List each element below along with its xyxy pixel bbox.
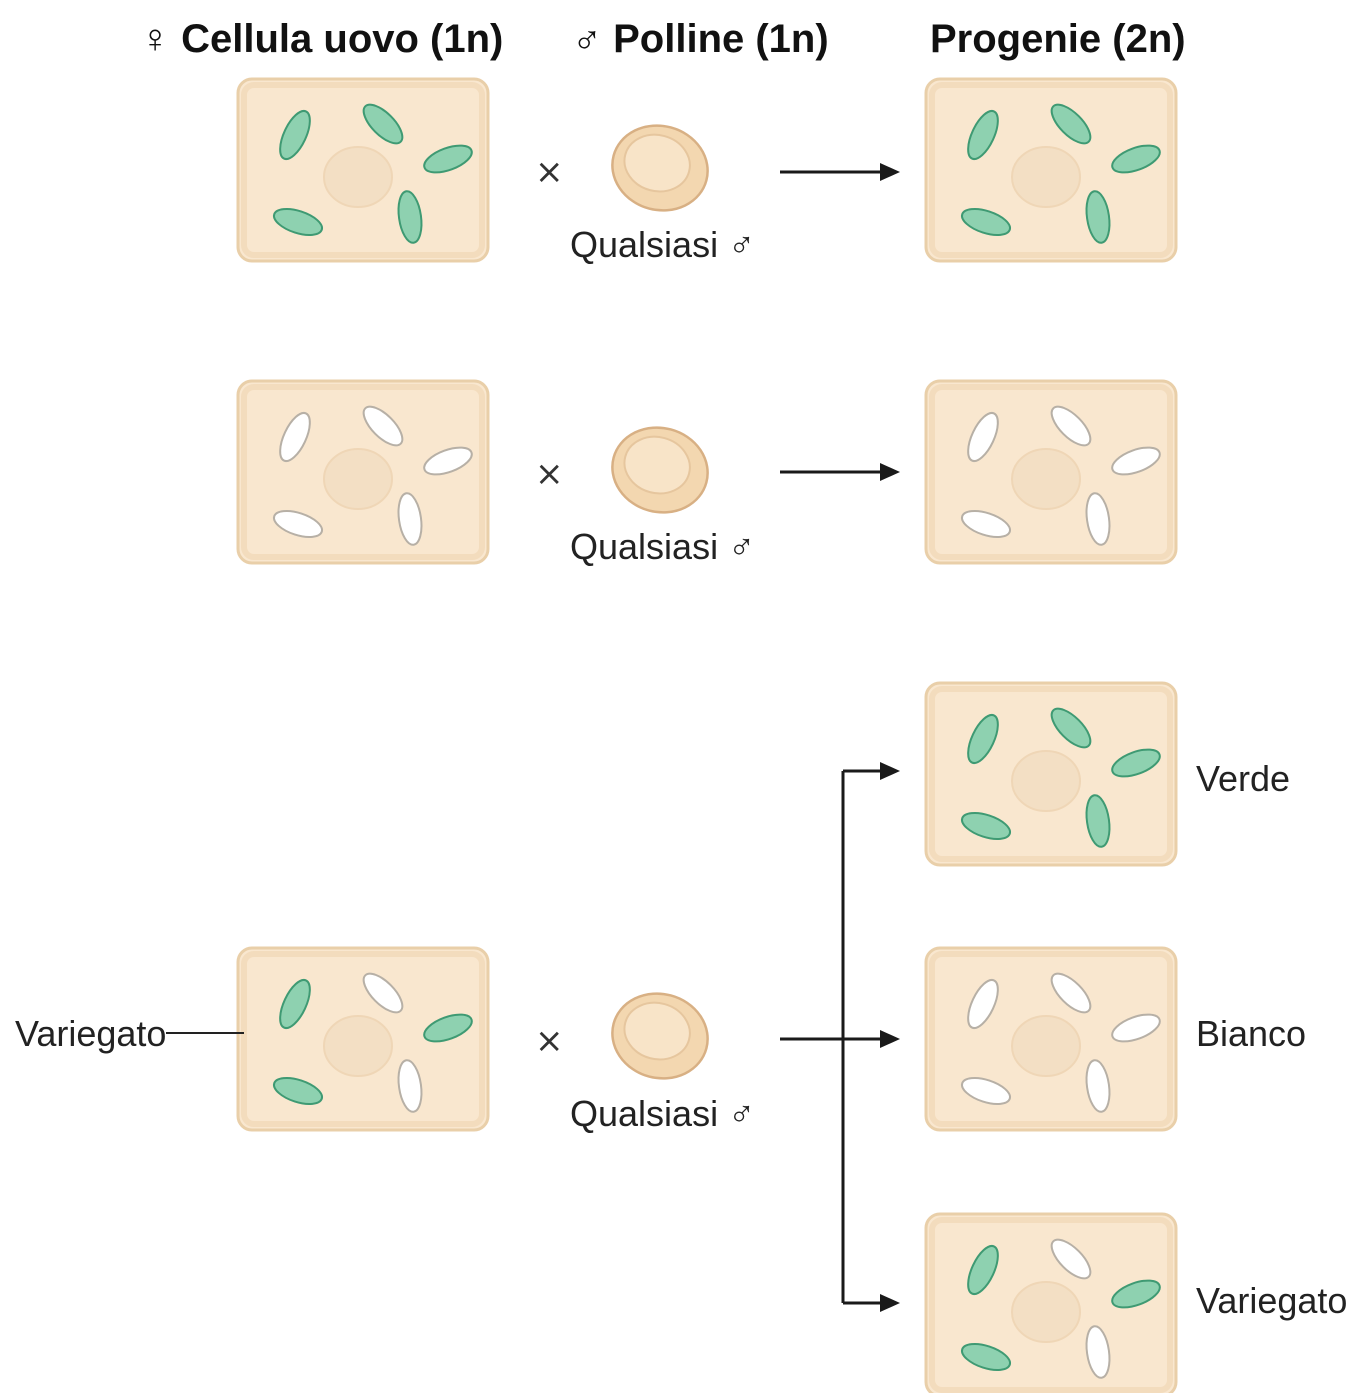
nucleus (1012, 147, 1080, 207)
progeny-label-green: Verde (1196, 758, 1290, 799)
header-female-egg: ♀ Cellula uovo (1n) (140, 17, 503, 61)
pollen-label-row1: Qualsiasi ♂ (570, 224, 755, 265)
nucleus (1012, 751, 1080, 811)
cross-symbol-row3: × (535, 1021, 564, 1061)
pollen-row3 (603, 983, 717, 1089)
cross-symbol-row1: × (535, 152, 564, 192)
nucleus (1012, 1282, 1080, 1342)
arrow-row1 (780, 163, 900, 181)
progeny-label-variegated: Variegato (1196, 1280, 1346, 1321)
progeny-cell-white-branch (926, 948, 1176, 1130)
nucleus (324, 1016, 392, 1076)
female-cell-variegated (238, 948, 488, 1130)
pollen-label-row3: Qualsiasi ♂ (570, 1093, 755, 1134)
pollen-row2 (603, 417, 717, 523)
arrow-row2 (780, 463, 900, 481)
branch-arrow-row3 (780, 762, 900, 1312)
cells-layer (238, 79, 1176, 1393)
pollen-row1 (603, 115, 717, 221)
header-male-pollen: ♂ Polline (1n) (572, 17, 829, 61)
female-cell-white (238, 381, 488, 563)
header-progeny: Progenie (2n) (930, 17, 1186, 61)
cross-symbol-row2: × (535, 454, 564, 494)
pollen-label-row2: Qualsiasi ♂ (570, 526, 755, 567)
nucleus (324, 147, 392, 207)
nucleus (324, 449, 392, 509)
female-label-variegated: Variegato (15, 1013, 166, 1054)
progeny-cell-white (926, 381, 1176, 563)
progeny-cell-green (926, 79, 1176, 261)
progeny-label-white: Bianco (1196, 1013, 1306, 1054)
female-cell-green (238, 79, 488, 261)
nucleus (1012, 1016, 1080, 1076)
progeny-cell-variegated-branch (926, 1214, 1176, 1393)
progeny-cell-green-branch (926, 683, 1176, 865)
nucleus (1012, 449, 1080, 509)
